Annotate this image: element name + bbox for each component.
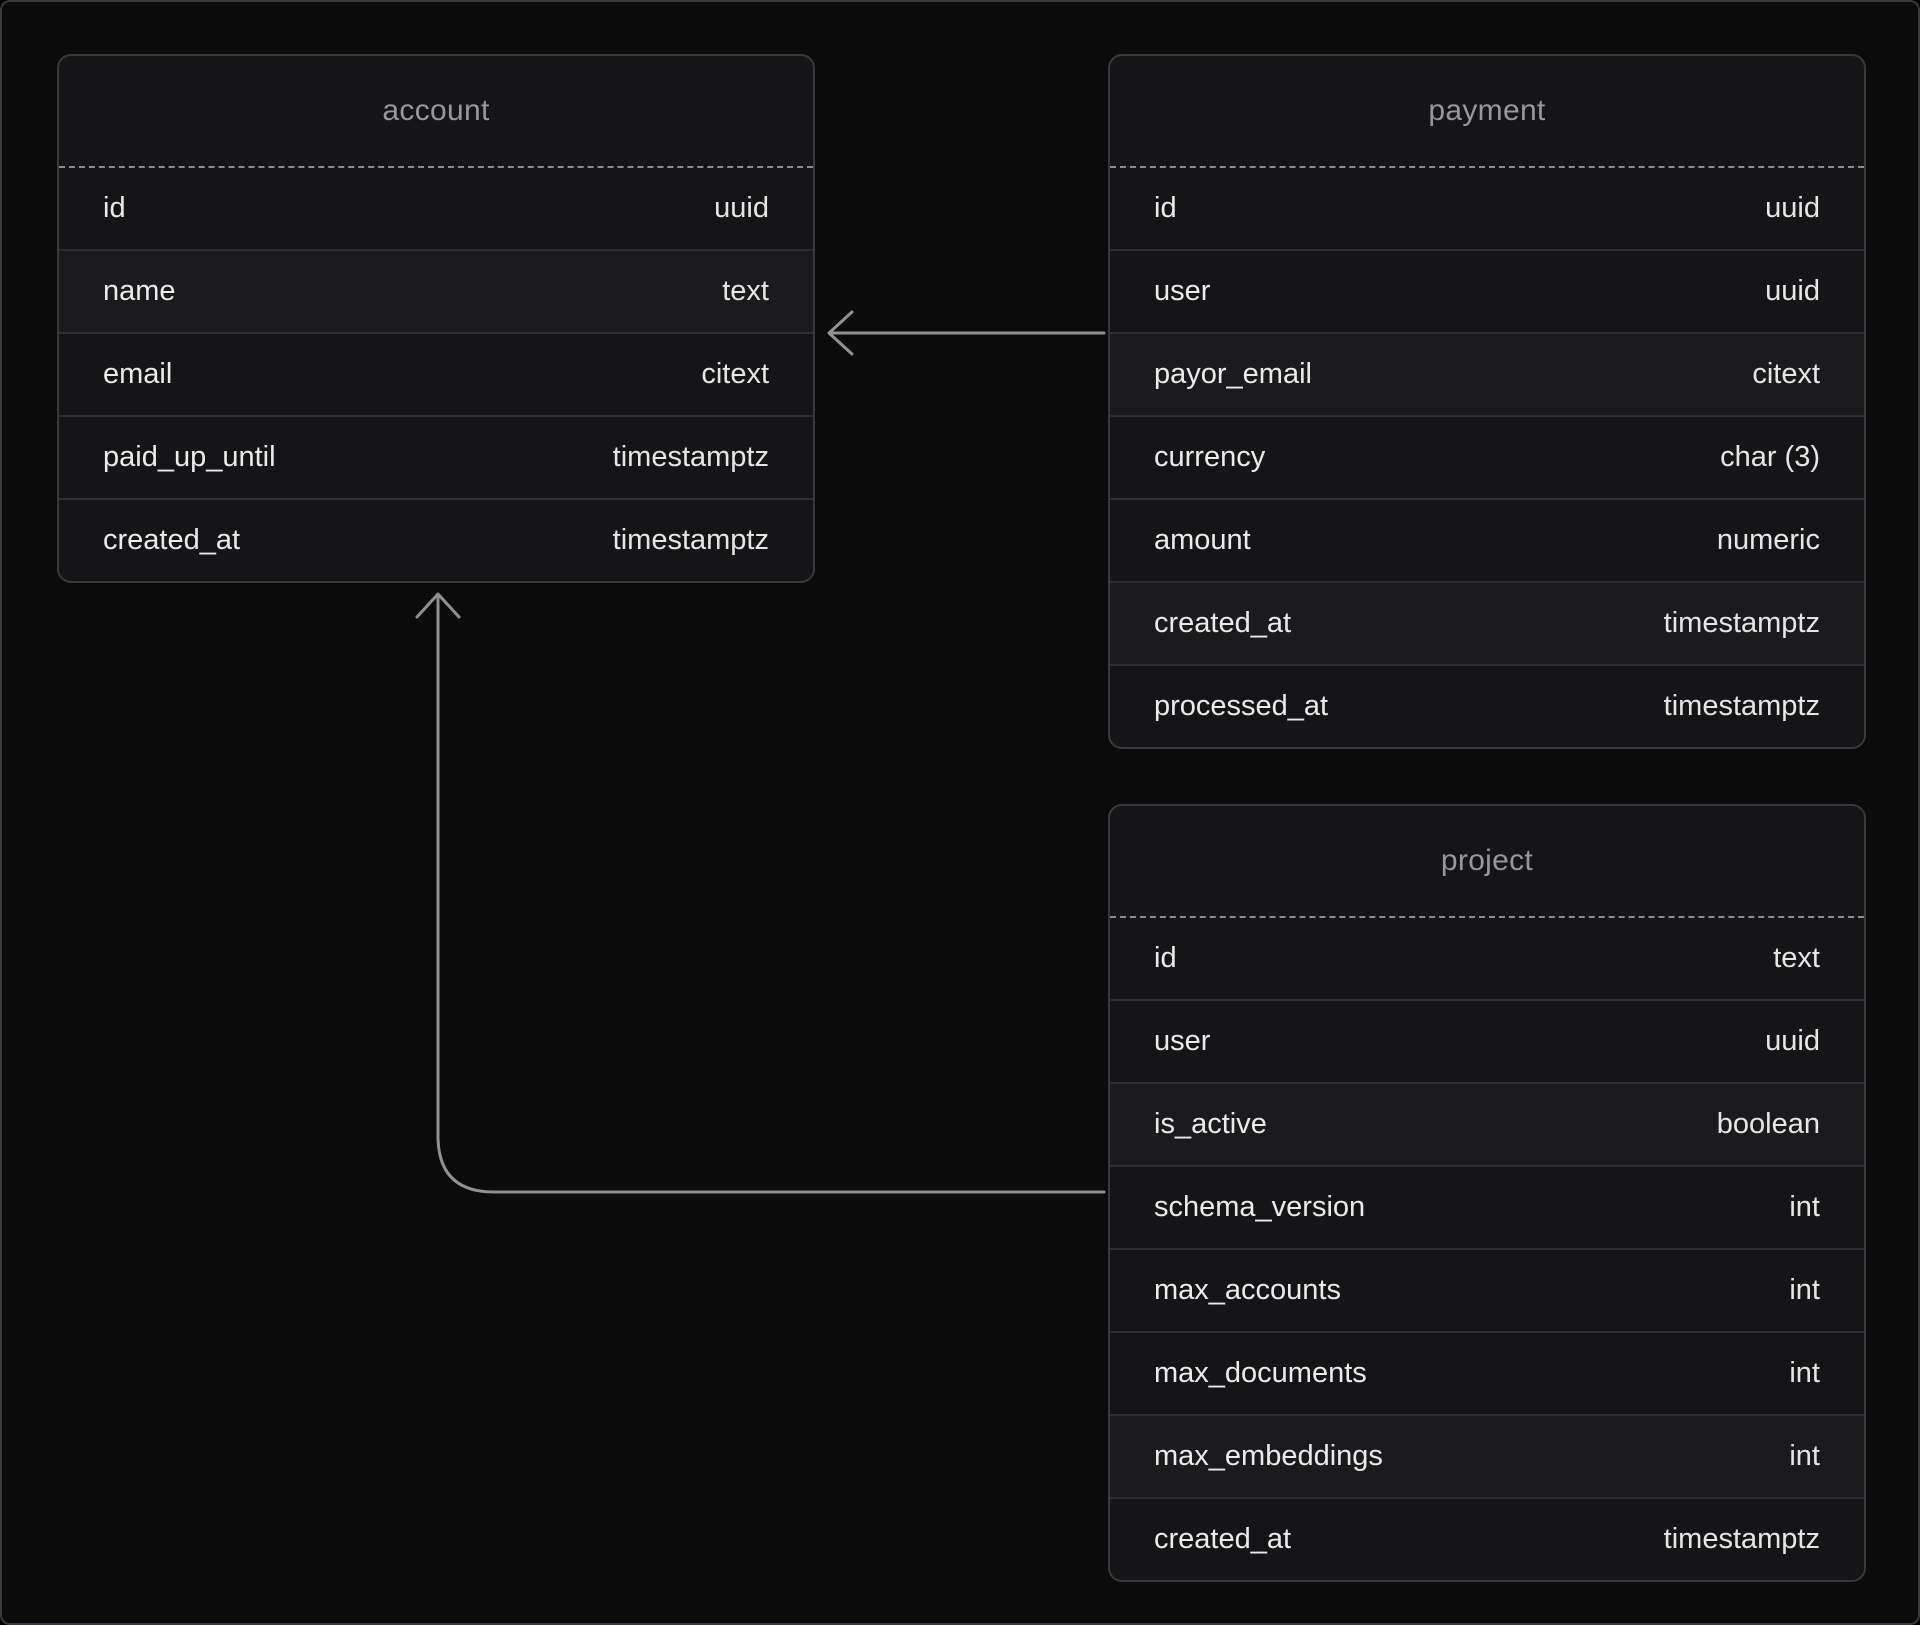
table-row[interactable]: id text [1110, 918, 1864, 999]
field-name: id [1154, 942, 1177, 974]
relation-line-project-account [436, 594, 1106, 1194]
field-name: id [103, 192, 126, 224]
field-type: timestamptz [612, 441, 769, 473]
table-row[interactable]: paid_up_until timestamptz [59, 415, 813, 498]
field-name: is_active [1154, 1108, 1267, 1140]
arrowhead-left-icon [827, 310, 854, 356]
field-name: created_at [103, 524, 241, 556]
table-row[interactable]: id uuid [59, 168, 813, 249]
table-row[interactable]: is_active boolean [1110, 1082, 1864, 1165]
table-project-header[interactable]: project [1110, 806, 1864, 918]
field-type: timestamptz [1663, 690, 1820, 722]
field-type: numeric [1716, 524, 1820, 556]
relation-edge-project-account[interactable] [415, 592, 1106, 1194]
field-name: created_at [1154, 607, 1292, 639]
table-row[interactable]: amount numeric [1110, 498, 1864, 581]
table-payment-rows: id uuid user uuid payor_email citext cur… [1110, 168, 1864, 747]
table-project-rows: id text user uuid is_active boolean sche… [1110, 918, 1864, 1580]
field-name: schema_version [1154, 1191, 1366, 1223]
field-name: user [1154, 275, 1211, 307]
field-name: created_at [1154, 1523, 1292, 1555]
field-type: uuid [714, 192, 769, 224]
table-row[interactable]: user uuid [1110, 249, 1864, 332]
table-row[interactable]: name text [59, 249, 813, 332]
field-type: timestamptz [612, 524, 769, 556]
table-row[interactable]: created_at timestamptz [59, 498, 813, 581]
table-payment[interactable]: payment id uuid user uuid payor_email ci… [1108, 54, 1866, 749]
table-account-rows: id uuid name text email citext paid_up_u… [59, 168, 813, 581]
field-type: char (3) [1720, 441, 1820, 473]
table-row[interactable]: email citext [59, 332, 813, 415]
table-row[interactable]: created_at timestamptz [1110, 581, 1864, 664]
field-type: uuid [1765, 275, 1820, 307]
table-row[interactable]: payor_email citext [1110, 332, 1864, 415]
table-account-title: account [382, 94, 490, 127]
field-name: name [103, 275, 176, 307]
field-name: max_documents [1154, 1357, 1367, 1389]
field-type: uuid [1765, 192, 1820, 224]
table-account[interactable]: account id uuid name text email citext p… [57, 54, 815, 583]
arrowhead-up-icon [415, 592, 461, 619]
field-type: int [1789, 1191, 1820, 1223]
field-type: int [1789, 1440, 1820, 1472]
field-type: timestamptz [1663, 1523, 1820, 1555]
field-name: paid_up_until [103, 441, 276, 473]
table-payment-title: payment [1428, 94, 1546, 127]
table-row[interactable]: max_embeddings int [1110, 1414, 1864, 1497]
table-account-header[interactable]: account [59, 56, 813, 168]
field-name: max_accounts [1154, 1274, 1341, 1306]
field-name: currency [1154, 441, 1266, 473]
field-name: id [1154, 192, 1177, 224]
table-row[interactable]: id uuid [1110, 168, 1864, 249]
field-type: text [722, 275, 769, 307]
table-project[interactable]: project id text user uuid is_active bool… [1108, 804, 1866, 1582]
table-row[interactable]: max_accounts int [1110, 1248, 1864, 1331]
table-row[interactable]: created_at timestamptz [1110, 1497, 1864, 1580]
field-type: text [1773, 942, 1820, 974]
table-row[interactable]: currency char (3) [1110, 415, 1864, 498]
table-row[interactable]: user uuid [1110, 999, 1864, 1082]
field-name: payor_email [1154, 358, 1312, 390]
field-type: boolean [1716, 1108, 1820, 1140]
table-row[interactable]: max_documents int [1110, 1331, 1864, 1414]
field-name: amount [1154, 524, 1251, 556]
field-type: timestamptz [1663, 607, 1820, 639]
field-name: processed_at [1154, 690, 1329, 722]
field-type: citext [701, 358, 769, 390]
table-row[interactable]: schema_version int [1110, 1165, 1864, 1248]
table-payment-header[interactable]: payment [1110, 56, 1864, 168]
field-type: int [1789, 1274, 1820, 1306]
field-type: citext [1752, 358, 1820, 390]
field-type: uuid [1765, 1025, 1820, 1057]
field-name: email [103, 358, 173, 390]
field-name: max_embeddings [1154, 1440, 1383, 1472]
field-name: user [1154, 1025, 1211, 1057]
field-type: int [1789, 1357, 1820, 1389]
table-project-title: project [1440, 844, 1534, 877]
table-row[interactable]: processed_at timestamptz [1110, 664, 1864, 747]
relation-edge-payment-account[interactable] [827, 310, 1106, 356]
